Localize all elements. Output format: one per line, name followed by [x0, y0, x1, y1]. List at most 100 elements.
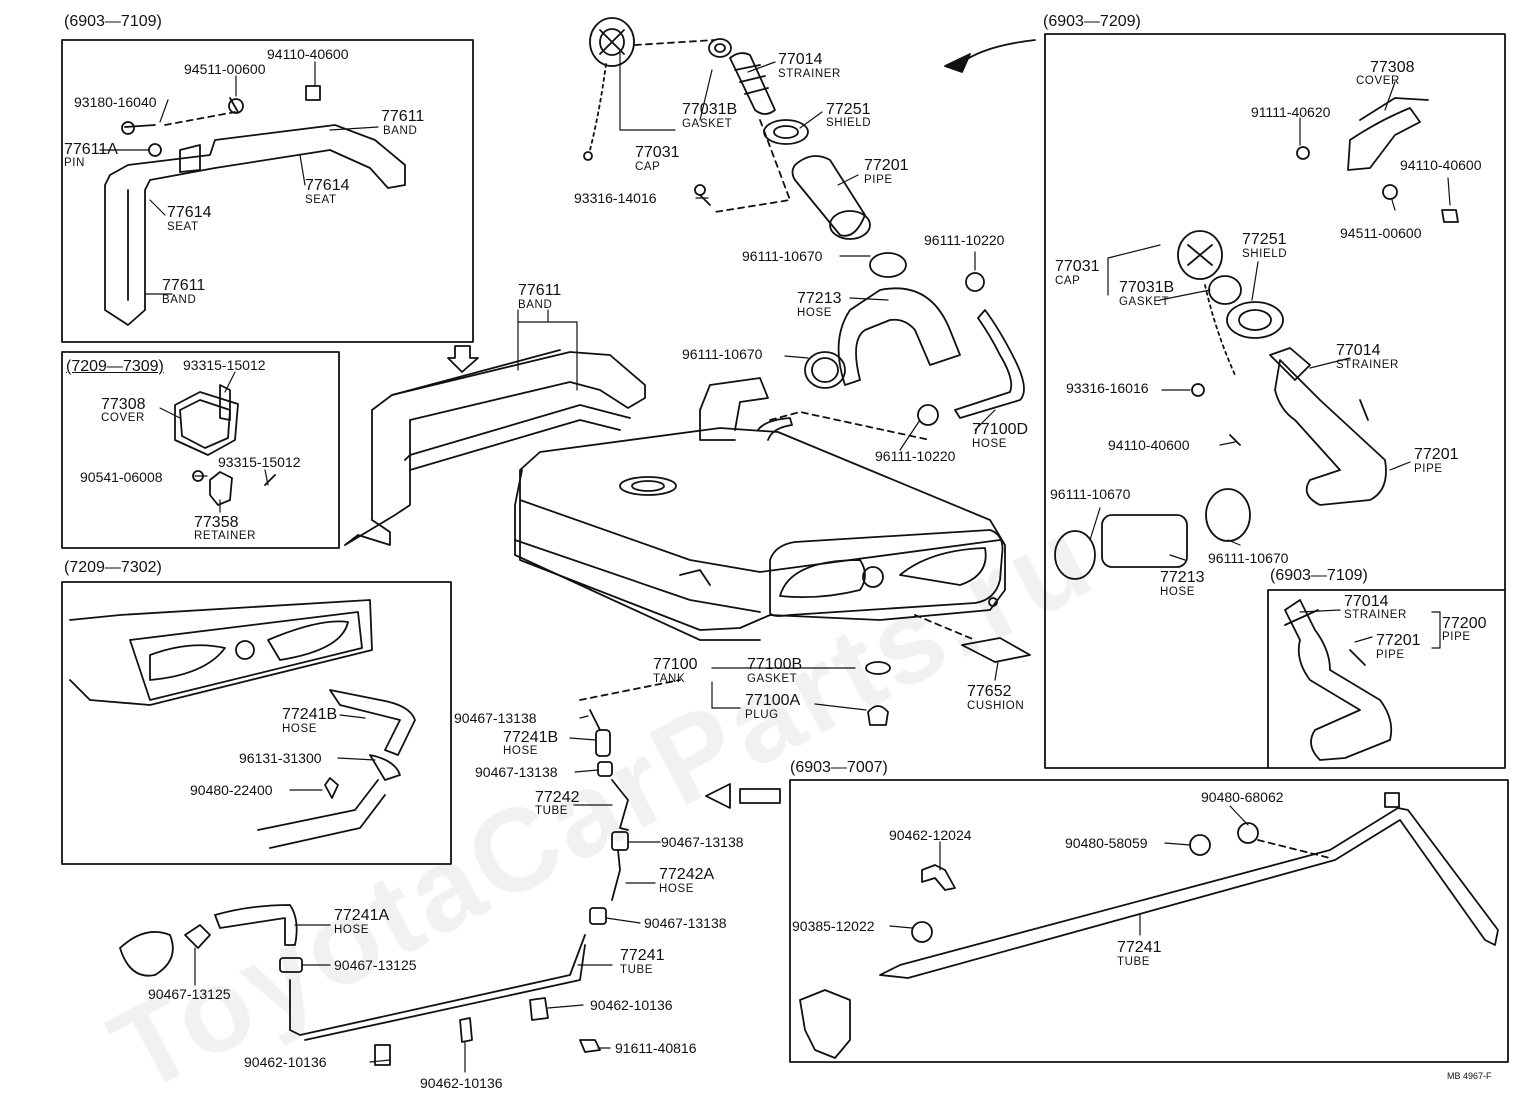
part-name-plug: PLUG [745, 709, 779, 721]
part-number-93316-16016: 93316-16016 [1066, 380, 1149, 396]
tank-cushion-plug [865, 614, 1031, 726]
part-name-strainer-b: STRAINER [1336, 359, 1399, 371]
part-number-77241B-a: 77241B [282, 706, 338, 723]
part-number-77611-b: 77611 [162, 277, 206, 294]
figure-reference-code: MB 4967-F [1447, 1071, 1492, 1081]
part-number-77611-c: 77611 [518, 282, 562, 299]
part-name-hose-c: HOSE [972, 438, 1007, 450]
part-name-strainer-c: STRAINER [1344, 609, 1407, 621]
part-number-93316-14016: 93316-14016 [574, 190, 657, 206]
part-number-77251-b: 77251 [1242, 231, 1287, 248]
part-number-77241-a: 77241 [620, 947, 665, 964]
part-name-band-a: BAND [383, 125, 418, 137]
inset-box-6903-7209-filler [1044, 33, 1506, 769]
region-label-bottom-right: (6903—7007) [790, 759, 888, 776]
part-number-94511-00600-b: 94511-00600 [1340, 225, 1422, 241]
part-number-77201-a: 77201 [864, 157, 909, 174]
part-name-tube-a: TUBE [535, 805, 569, 817]
part-name-hose-f: HOSE [334, 924, 369, 936]
part-number-96111-10220-a: 96111-10220 [924, 232, 1005, 248]
part-number-77652: 77652 [967, 683, 1012, 700]
part-name-hose-a: HOSE [282, 723, 317, 735]
part-number-90467-13138-b: 90467-13138 [475, 764, 558, 780]
part-number-94110-40600-b: 94110-40600 [1400, 157, 1482, 173]
part-name-cover-a: COVER [101, 412, 145, 424]
part-name-hose-d: HOSE [503, 745, 538, 757]
inset-box-6903-7109-pipe [1267, 589, 1506, 769]
part-number-77100D: 77100D [972, 421, 1029, 438]
part-number-90462-10136-b: 90462-10136 [244, 1054, 327, 1070]
part-number-90462-12024: 90462-12024 [889, 827, 972, 843]
part-number-90541-06008: 90541-06008 [80, 469, 163, 485]
inset-box-7209-7309-cover [61, 351, 340, 549]
part-name-strainer-a: STRAINER [778, 68, 841, 80]
part-number-90467-13125-b: 90467-13125 [148, 986, 231, 1002]
part-name-gasket-c: GASKET [1119, 296, 1170, 308]
part-number-90480-22400: 90480-22400 [190, 782, 273, 798]
part-name-seat-b: SEAT [167, 221, 199, 233]
part-number-77100B: 77100B [747, 656, 803, 673]
part-number-77031B-b: 77031B [1119, 279, 1175, 296]
part-number-90480-68062: 90480-68062 [1201, 789, 1284, 805]
part-number-96111-10670-c: 96111-10670 [1050, 486, 1131, 502]
part-name-pin: PIN [64, 157, 85, 169]
region-label-right-pipe: (6903—7109) [1270, 567, 1368, 584]
part-name-hose-b: HOSE [797, 307, 832, 319]
part-number-77242: 77242 [535, 789, 580, 806]
part-number-91111-40620: 91111-40620 [1251, 104, 1331, 120]
part-name-gasket-b: GASKET [747, 673, 798, 685]
part-number-77308-a: 77308 [101, 396, 146, 413]
part-name-shield-b: SHIELD [1242, 248, 1288, 260]
part-number-77241-b: 77241 [1117, 939, 1162, 956]
arrow-to-right-inset [944, 39, 1036, 73]
leader-lines [99, 49, 1451, 1073]
part-number-77100A: 77100A [745, 692, 801, 709]
part-name-cushion: CUSHION [967, 700, 1025, 712]
part-number-77213-a: 77213 [797, 290, 842, 307]
part-number-77251-a: 77251 [826, 101, 871, 118]
part-number-77614-a: 77614 [305, 177, 350, 194]
part-number-77358: 77358 [194, 514, 239, 531]
region-label-lower-left: (7209—7302) [64, 559, 162, 576]
part-number-96111-10220-b: 96111-10220 [875, 448, 956, 464]
region-label-mid-left: (7209—7309) [66, 358, 164, 375]
part-number-91611-40816: 91611-40816 [615, 1040, 697, 1056]
fuel-line-assembly [119, 679, 681, 1066]
part-number-90480-58059: 90480-58059 [1065, 835, 1148, 851]
inset-box-7209-7302-hose [61, 581, 452, 865]
part-name-pipe-d: PIPE [1376, 649, 1405, 661]
hose-77241B-inset-drawing [69, 599, 416, 849]
part-number-94511-00600-a: 94511-00600 [184, 61, 266, 77]
part-number-77614-b: 77614 [167, 204, 212, 221]
part-number-90467-13138-d: 90467-13138 [644, 915, 727, 931]
arrow-from-band-inset [447, 345, 479, 373]
part-number-90385-12022: 90385-12022 [792, 918, 875, 934]
part-number-90462-10136-c: 90462-10136 [420, 1075, 503, 1091]
fuel-cap-assembly [583, 17, 871, 240]
part-name-tube-c: TUBE [1117, 956, 1151, 968]
part-number-77611-a: 77611 [381, 108, 425, 125]
part-number-77213-b: 77213 [1160, 569, 1205, 586]
part-number-96111-10670-a: 96111-10670 [742, 248, 823, 264]
part-name-hose-e: HOSE [659, 883, 694, 895]
part-name-band-b: BAND [162, 294, 197, 306]
part-number-77308-b: 77308 [1370, 59, 1415, 76]
part-name-cover-b: COVER [1356, 75, 1400, 87]
part-number-94110-40600-a: 94110-40600 [267, 46, 349, 62]
part-number-77611A: 77611A [64, 141, 118, 158]
part-number-77201-b: 77201 [1414, 446, 1459, 463]
part-number-77201-c: 77201 [1376, 632, 1421, 649]
part-number-94110-40600-c: 94110-40600 [1108, 437, 1190, 453]
part-number-90467-13138-a: 90467-13138 [454, 710, 537, 726]
band-77611-inset-drawing [104, 85, 406, 326]
part-number-77031-a: 77031 [635, 144, 680, 161]
part-number-77200: 77200 [1442, 615, 1487, 632]
part-name-retainer: RETAINER [194, 530, 257, 542]
part-number-96111-10670-b: 96111-10670 [682, 346, 763, 362]
part-number-77014-a: 77014 [778, 51, 823, 68]
region-label-top-right: (6903—7209) [1043, 13, 1141, 30]
part-number-90462-10136-a: 90462-10136 [590, 997, 673, 1013]
part-number-93180-16040: 93180-16040 [74, 94, 157, 110]
